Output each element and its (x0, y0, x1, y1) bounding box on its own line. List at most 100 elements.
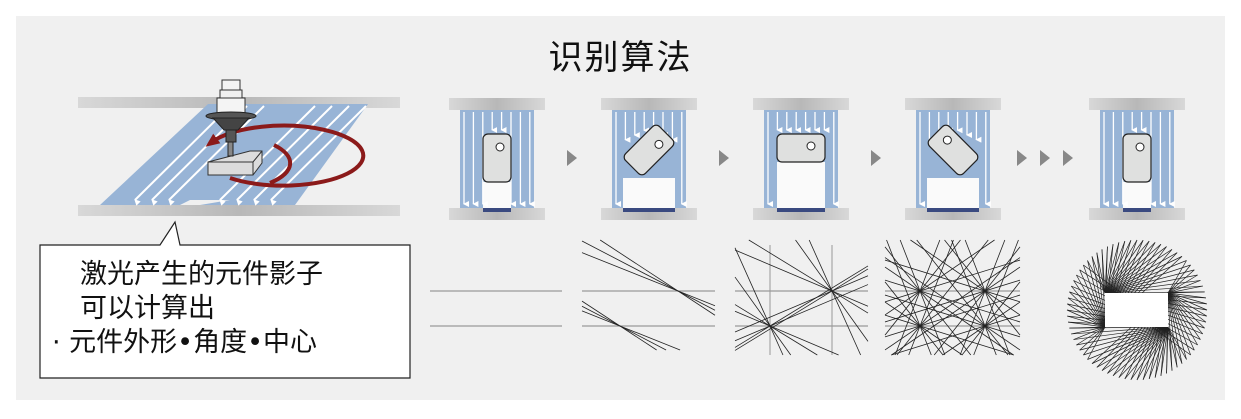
tangent-line (581, 300, 657, 351)
tangent-line (1067, 315, 1106, 328)
component (927, 124, 979, 176)
tangent-line (1104, 246, 1108, 294)
tangent-line (1096, 252, 1106, 328)
tangent-line (1070, 285, 1106, 328)
sensor-step-5 (1089, 98, 1185, 220)
tangent-line (734, 247, 784, 356)
tangent-line (884, 314, 1014, 356)
edge-pattern-2 (581, 239, 716, 351)
tangent-line (899, 239, 946, 356)
tangent-line (884, 294, 1021, 338)
tangent-line (1104, 269, 1195, 294)
tangent-line (1104, 240, 1126, 294)
component-body (482, 133, 512, 183)
tangent-line (1104, 242, 1120, 294)
step-arrow-icon (719, 150, 729, 166)
tangent-line (1071, 326, 1106, 335)
tangent-line (964, 239, 1011, 356)
tangent-line (959, 239, 1006, 356)
tangent-line (1073, 280, 1106, 328)
component-body (927, 124, 979, 176)
tangent-line (951, 239, 997, 356)
tangent-line (1104, 285, 1203, 294)
tangent-line (1148, 326, 1169, 380)
tangent-line (581, 310, 681, 351)
callout-line-2: 可以计算出 (80, 293, 215, 324)
tangent-line (1130, 326, 1169, 380)
tangent-line (1079, 326, 1106, 351)
tangent-line (734, 304, 818, 356)
tangent-line (1087, 260, 1106, 294)
tangent-line (1167, 292, 1207, 323)
tangent-line (1067, 303, 1106, 328)
tangent-line (1167, 292, 1201, 340)
tangent-line (1101, 249, 1106, 294)
tangent-line (1091, 326, 1169, 364)
tangent-line (581, 305, 667, 351)
tangent-line (1073, 326, 1169, 340)
tangent-line (734, 265, 869, 348)
shadow-region (1123, 182, 1151, 208)
callout-box (39, 220, 411, 379)
tangent-line (884, 259, 1021, 303)
tangent-line (1067, 297, 1106, 328)
step-arrow-icon (1063, 150, 1073, 166)
component (623, 124, 675, 176)
shadow-bar (623, 208, 675, 212)
laser-plane (100, 104, 368, 205)
tangent-line (1091, 256, 1106, 328)
tangent-line (1167, 292, 1206, 299)
component (482, 133, 512, 183)
tangent-line (1167, 285, 1203, 294)
tangent-line (1104, 252, 1178, 294)
callout-line-1: 激光产生的元件影子 (80, 259, 323, 290)
tangent-line (942, 301, 1021, 356)
tangent-line (891, 266, 1021, 356)
shadow-region (483, 182, 511, 208)
tangent-line (734, 249, 869, 307)
step-arrow-icon (1040, 150, 1050, 166)
component-outline (1105, 293, 1168, 327)
tangent-line (1076, 326, 1106, 346)
top-rail (449, 98, 545, 110)
tangent-line (944, 239, 1021, 336)
tangent-line (1073, 326, 1106, 340)
tangent-line (734, 284, 869, 342)
tangent-line (599, 239, 716, 316)
tangent-line (884, 266, 1014, 356)
tangent-line (1068, 321, 1106, 328)
tangent-line (1104, 246, 1167, 294)
tangent-line (1167, 291, 1205, 294)
tangent-line (1167, 260, 1187, 294)
tangent-line (1167, 292, 1187, 360)
top-rail (601, 98, 697, 110)
sensor-step-2 (601, 98, 697, 220)
callout-line-3: · 元件外形•角度•中心 (52, 327, 318, 358)
diagram-title: 识别算法 (548, 38, 693, 78)
edge-pattern-3 (734, 239, 869, 356)
tangent-line (1167, 292, 1207, 317)
bottom-rail (1089, 208, 1185, 220)
tangent-line (1167, 292, 1198, 346)
step-arrow-icon (1017, 150, 1027, 166)
tangent-line (1167, 326, 1178, 368)
component-hole (654, 139, 664, 149)
shadow-bar (777, 208, 825, 212)
tangent-line (933, 246, 1021, 356)
laser-beam (134, 105, 231, 206)
tangent-line (1071, 326, 1169, 335)
tangent-line (1167, 292, 1207, 305)
tangent-line (1167, 326, 1173, 371)
tangent-line (1104, 280, 1201, 294)
tangent-line (1104, 244, 1114, 294)
tangent-line (1076, 326, 1169, 346)
tangent-line (891, 314, 1021, 356)
tangent-line (1167, 292, 1195, 351)
component (776, 133, 826, 163)
tangent-line (1118, 326, 1169, 378)
tangent-line (1136, 326, 1169, 381)
tangent-line (908, 239, 954, 356)
shadow-bar (483, 208, 511, 212)
tangent-line (1107, 326, 1169, 374)
